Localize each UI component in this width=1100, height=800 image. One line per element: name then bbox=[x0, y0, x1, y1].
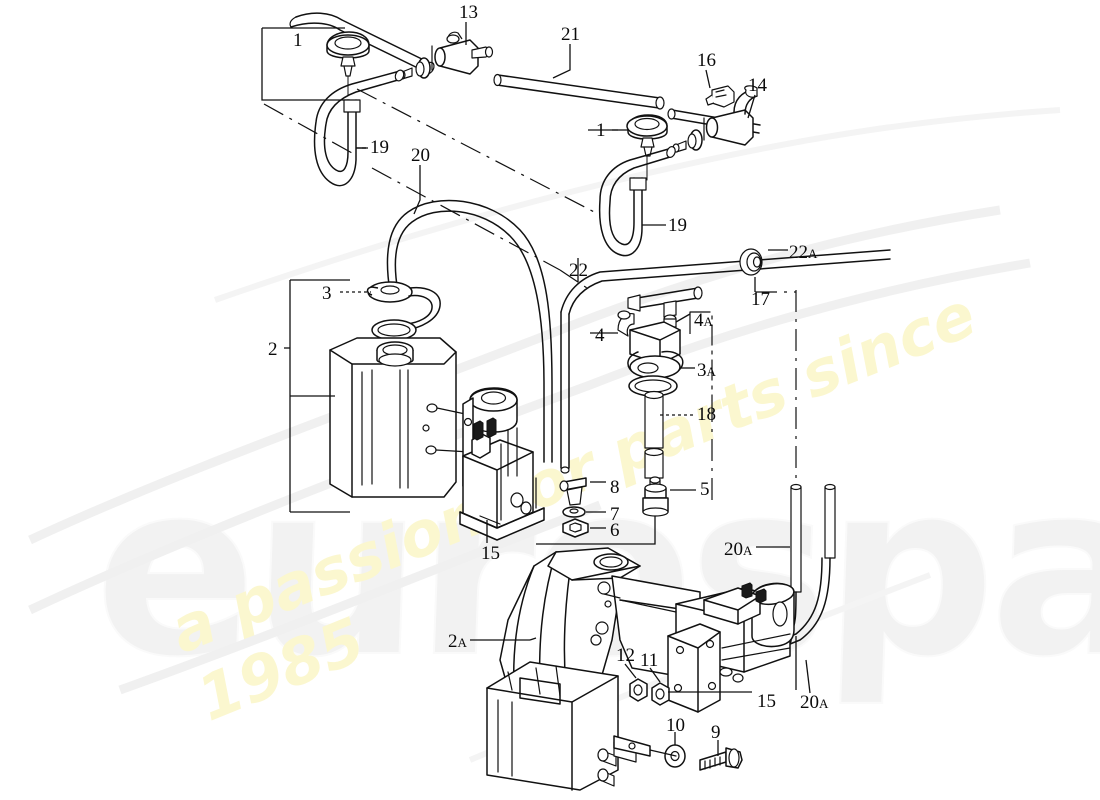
callout-number: 5 bbox=[700, 479, 710, 500]
callout-number: 20 bbox=[724, 539, 743, 560]
callout-20a-lower: 20A bbox=[800, 693, 828, 712]
callout-9: 9 bbox=[711, 723, 721, 742]
callout-number: 21 bbox=[561, 24, 580, 45]
callout-6: 6 bbox=[610, 521, 620, 540]
callout-5: 5 bbox=[700, 480, 710, 499]
callout-10: 10 bbox=[666, 716, 685, 735]
callout-suffix: A bbox=[703, 314, 713, 329]
callout-8: 8 bbox=[610, 478, 620, 497]
callout-number: 7 bbox=[610, 504, 620, 525]
callout-3: 3 bbox=[322, 284, 332, 303]
callout-number: 10 bbox=[666, 715, 685, 736]
callout-number: 12 bbox=[616, 645, 635, 666]
callout-number: 1 bbox=[293, 30, 303, 51]
callout-22: 22 bbox=[569, 261, 588, 280]
callout-number: 11 bbox=[640, 650, 659, 671]
callout-number: 15 bbox=[757, 691, 776, 712]
callout-number: 4 bbox=[595, 325, 605, 346]
callout-number: 2 bbox=[268, 339, 278, 360]
callout-number: 8 bbox=[610, 477, 620, 498]
callout-number: 2 bbox=[448, 631, 458, 652]
callout-suffix: A bbox=[457, 635, 467, 650]
callout-15-lower: 15 bbox=[757, 692, 776, 711]
callout-number: 1 bbox=[596, 120, 606, 141]
callout-number: 3 bbox=[322, 283, 332, 304]
callout-number: 4 bbox=[694, 310, 704, 331]
callout-19-left: 19 bbox=[370, 138, 389, 157]
callout-11: 11 bbox=[640, 651, 658, 670]
callout-number: 6 bbox=[610, 520, 620, 541]
callout-number: 18 bbox=[697, 404, 716, 425]
callout-14: 14 bbox=[748, 76, 767, 95]
callout-20a-upper: 20A bbox=[724, 540, 752, 559]
callout-number: 16 bbox=[697, 50, 716, 71]
callout-number: 13 bbox=[459, 2, 478, 23]
callout-number: 19 bbox=[370, 137, 389, 158]
callout-17: 17 bbox=[751, 290, 770, 309]
callout-number: 3 bbox=[697, 360, 707, 381]
callout-21: 21 bbox=[561, 25, 580, 44]
callout-13: 13 bbox=[459, 3, 478, 22]
callout-number: 14 bbox=[748, 75, 767, 96]
callout-18: 18 bbox=[697, 405, 716, 424]
callout-number: 17 bbox=[751, 289, 770, 310]
callout-15-upper: 15 bbox=[481, 544, 500, 563]
callout-number: 22 bbox=[569, 260, 588, 281]
callout-2a: 2A bbox=[448, 632, 467, 651]
callout-1: 1 bbox=[293, 31, 303, 50]
callout-12: 12 bbox=[616, 646, 635, 665]
callout-3a: 3A bbox=[697, 361, 716, 380]
callout-suffix: A bbox=[706, 364, 716, 379]
callout-suffix: A bbox=[819, 696, 829, 711]
callout-4: 4 bbox=[595, 326, 605, 345]
callout-number: 22 bbox=[789, 242, 808, 263]
callout-number: 15 bbox=[481, 543, 500, 564]
callout-number: 19 bbox=[668, 215, 687, 236]
callout-22a: 22A bbox=[789, 243, 817, 262]
callout-number: 9 bbox=[711, 722, 721, 743]
callout-2: 2 bbox=[268, 340, 278, 359]
callout-suffix: A bbox=[743, 543, 753, 558]
callout-7: 7 bbox=[610, 505, 620, 524]
callout-4a: 4A bbox=[694, 311, 713, 330]
callout-suffix: A bbox=[808, 246, 818, 261]
callout-20: 20 bbox=[411, 146, 430, 165]
callout-1-right: 1 bbox=[596, 121, 606, 140]
callout-16: 16 bbox=[697, 51, 716, 70]
callout-19-right: 19 bbox=[668, 216, 687, 235]
callout-number: 20 bbox=[800, 692, 819, 713]
callout-number: 20 bbox=[411, 145, 430, 166]
